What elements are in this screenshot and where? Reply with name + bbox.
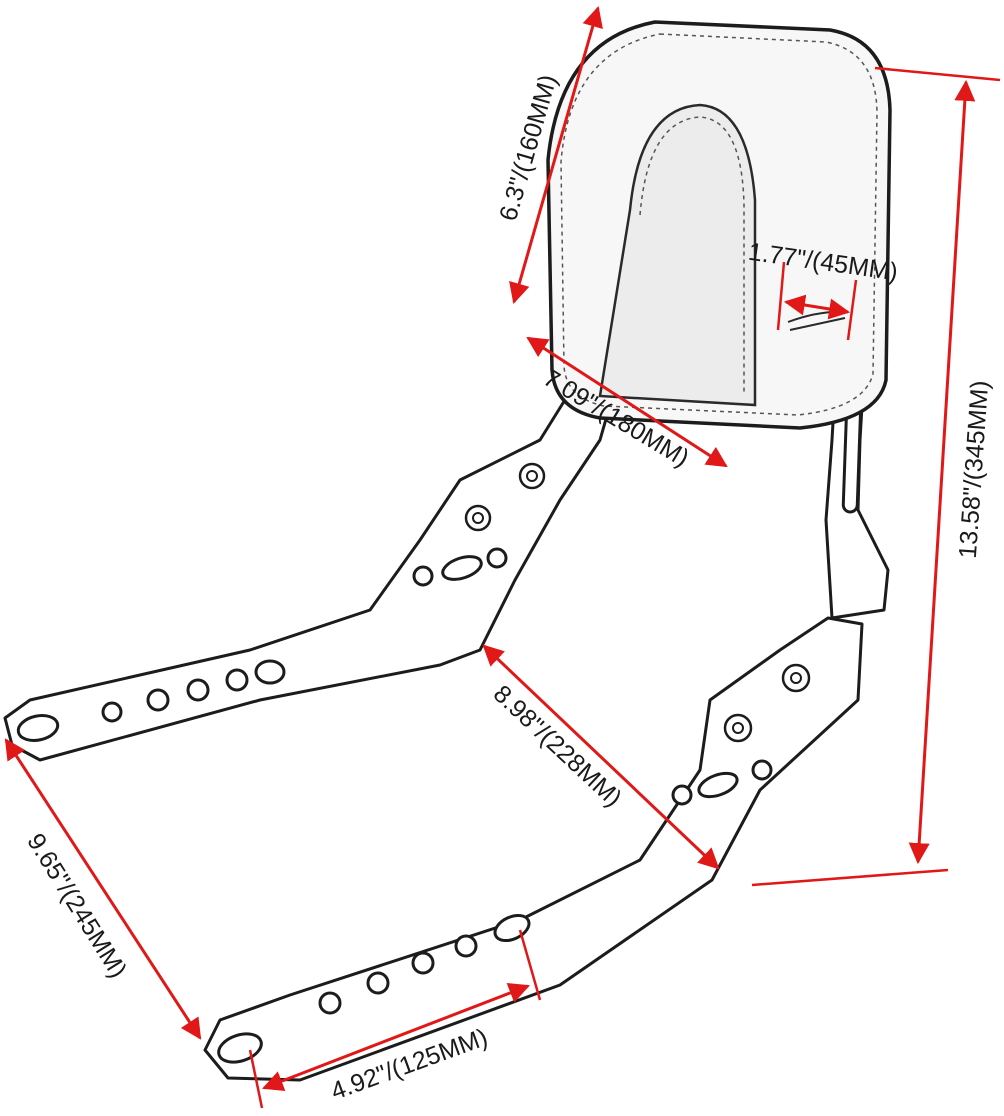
bolt-icon [518,462,546,490]
dim-line-total-height [908,79,976,865]
dim-line-base-depth [4,738,202,1040]
bolt-icon [464,504,492,532]
backrest-pad [546,20,892,430]
dim-line-hole-spacing [262,983,530,1091]
label-arm-diagonal: 8.98"/(228MM) [488,680,627,813]
dimension-lines [4,5,1001,1109]
dim-line-pad-height [509,5,603,305]
dim-line-top-width [526,336,728,468]
dim-line-pad-thickness [783,294,851,320]
bolt-icon [723,713,753,743]
bolt-icon [781,663,811,693]
label-total-height: 13.58"/(345MM) [954,379,994,559]
dim-line-arm-diagonal [482,644,720,870]
